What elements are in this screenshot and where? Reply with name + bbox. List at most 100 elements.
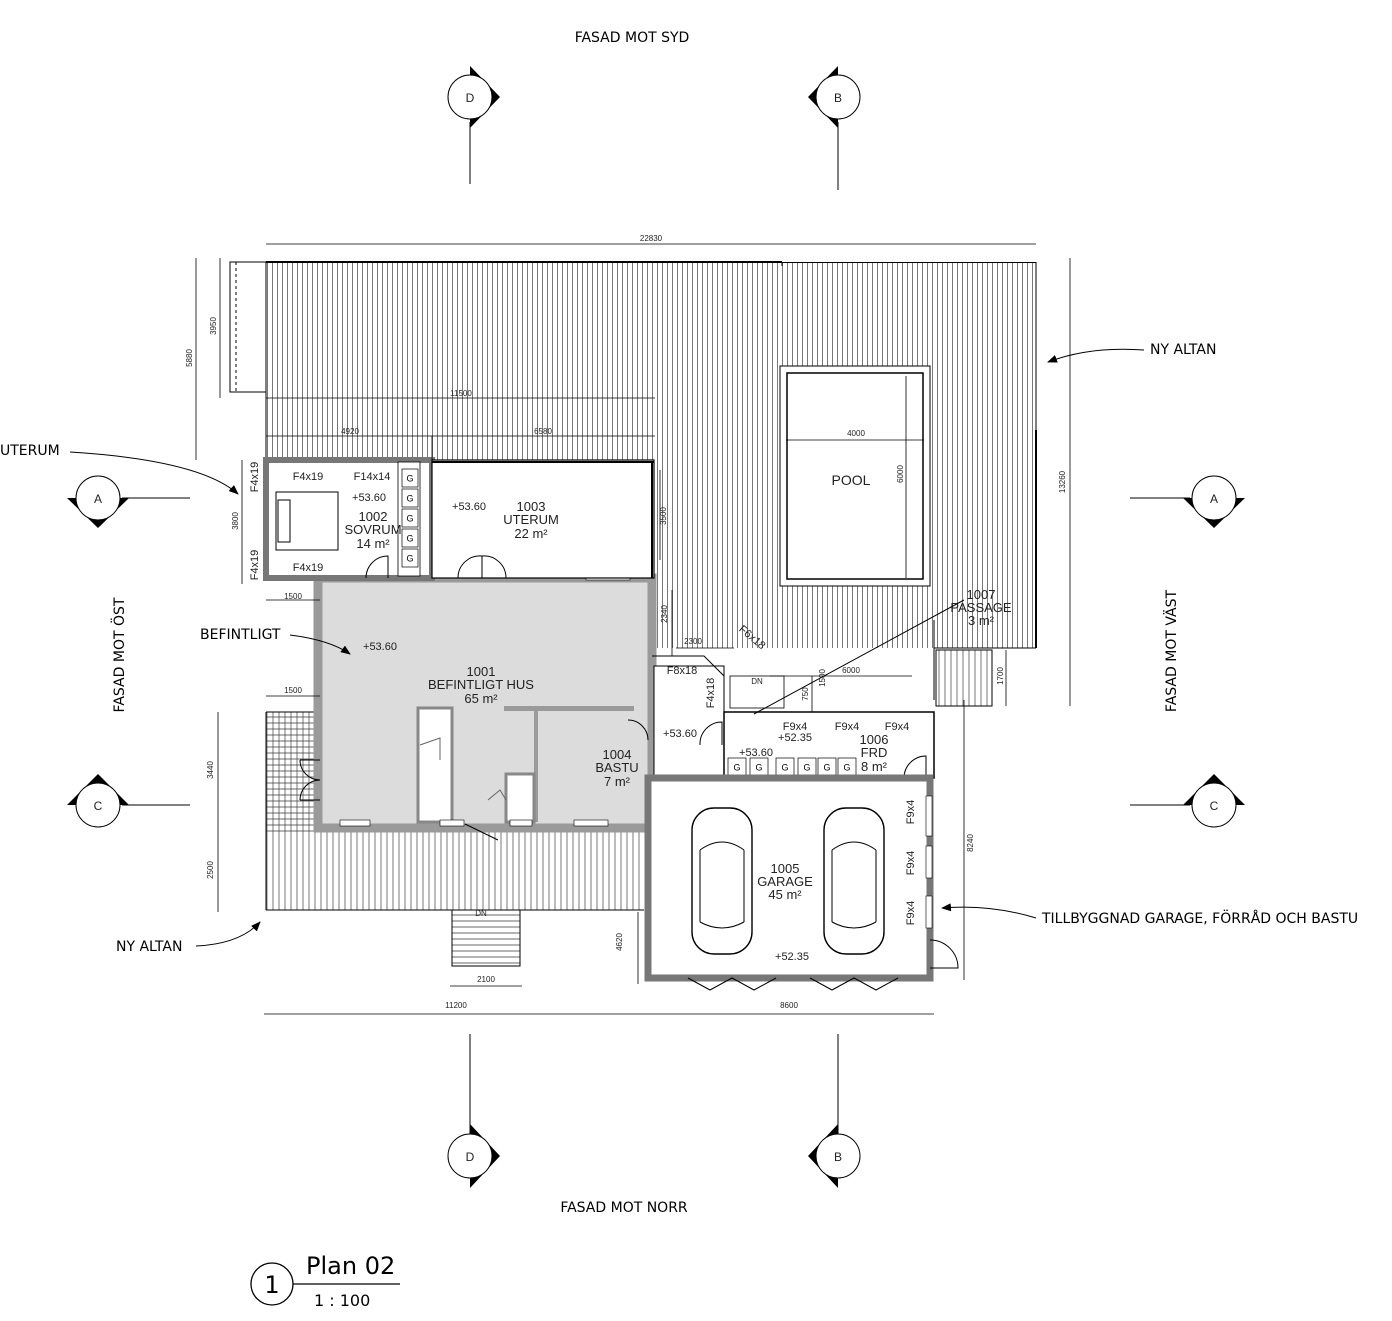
cabinet-4: G bbox=[401, 548, 419, 568]
room-1002-number: 1002 bbox=[359, 509, 388, 524]
dim-4920: 4920 bbox=[341, 427, 359, 436]
room-1003-name: UTERUM bbox=[503, 512, 559, 527]
dim-6000a: 6000 bbox=[896, 465, 905, 483]
cabinet-label: G bbox=[406, 494, 413, 504]
cabinet-frd-0: G bbox=[727, 757, 747, 777]
window-w2: F14x14 bbox=[354, 471, 391, 483]
room-1002-name: SOVRUM bbox=[344, 522, 401, 537]
dim-3950: 3950 bbox=[209, 317, 218, 335]
dim-3800: 3800 bbox=[231, 512, 240, 530]
cabinet-label: G bbox=[755, 763, 762, 773]
pool-label: POOL bbox=[832, 472, 871, 488]
room-1003-number: 1003 bbox=[517, 499, 546, 514]
drawing-number: 1 bbox=[264, 1271, 279, 1299]
window-w14: F9x4 bbox=[905, 901, 917, 925]
room-1001-area: 65 m² bbox=[464, 691, 498, 706]
cabinet-1: G bbox=[401, 488, 419, 508]
cabinet-0: G bbox=[401, 468, 419, 488]
existing-house: 1001 BEFINTLIGT HUS 65 m² +53.60 bbox=[299, 573, 657, 841]
facade-south: FASAD MOT SYD bbox=[575, 30, 690, 46]
dim-3440: 3440 bbox=[206, 761, 215, 779]
dimensions bbox=[195, 243, 1071, 1015]
cabinet-label: G bbox=[406, 534, 413, 544]
window-w12: F9x4 bbox=[905, 800, 917, 824]
dim-6000b: 6000 bbox=[842, 666, 860, 675]
section-d-top: D bbox=[466, 91, 475, 105]
level-1004: +53.60 bbox=[663, 728, 697, 740]
window-w11: F9x4 bbox=[885, 721, 909, 733]
room-1004-number: 1004 bbox=[603, 747, 632, 762]
cabinet-label: G bbox=[823, 763, 830, 773]
dim-1500b: 1500 bbox=[284, 686, 302, 695]
room-1004-area: 7 m² bbox=[604, 774, 631, 789]
section-c-left: C bbox=[94, 799, 103, 813]
callouts: UTERUM BEFINTLIGT NY ALTAN NY ALTAN TILL… bbox=[0, 342, 1358, 955]
section-a-right: A bbox=[1210, 492, 1218, 506]
room-1004-name: BASTU bbox=[595, 760, 638, 775]
drawing-scale: 1 : 100 bbox=[314, 1291, 370, 1310]
cabinet-frd-4: G bbox=[817, 757, 837, 777]
cabinet-label: G bbox=[406, 554, 413, 564]
car-right bbox=[823, 807, 885, 955]
room-1001-number: 1001 bbox=[467, 664, 496, 679]
dim-4000: 4000 bbox=[847, 429, 865, 438]
dim-2500: 2500 bbox=[206, 861, 215, 879]
section-a-left: A bbox=[94, 492, 102, 506]
section-b-bottom: B bbox=[834, 1150, 842, 1164]
cabinet-label: G bbox=[406, 474, 413, 484]
window-w8: F4x18 bbox=[705, 678, 717, 709]
window-w13: F9x4 bbox=[905, 851, 917, 875]
section-c-right: C bbox=[1210, 799, 1219, 813]
callout-ny-altan-north: NY ALTAN bbox=[116, 939, 182, 955]
room-1007-name: PASSAGE bbox=[950, 600, 1012, 615]
cabinet-label: G bbox=[803, 763, 810, 773]
cabinet-frd-2: G bbox=[775, 757, 795, 777]
room-1005-number: 1005 bbox=[771, 861, 800, 876]
level-1006a: +52.35 bbox=[778, 732, 812, 744]
room-1006-name: FRD bbox=[861, 745, 888, 760]
room-1006-number: 1006 bbox=[860, 732, 889, 747]
title-block: 1 Plan 02 1 : 100 bbox=[250, 1252, 400, 1310]
window-w5: F4x19 bbox=[249, 550, 261, 581]
cabinet-label: G bbox=[406, 514, 413, 524]
drawing-title: Plan 02 bbox=[306, 1252, 395, 1280]
room-1006-area: 8 m² bbox=[861, 759, 888, 774]
facade-west: FASAD MOT VÄST bbox=[1162, 590, 1180, 713]
car-left bbox=[691, 807, 753, 955]
callout-uterum: UTERUM bbox=[0, 443, 60, 459]
level-1006b: +53.60 bbox=[739, 747, 773, 759]
cabinet-frd-5: G bbox=[837, 757, 857, 777]
section-b-top: B bbox=[834, 91, 842, 105]
cabinet-frd-1: G bbox=[749, 757, 769, 777]
dn-label-west: DN bbox=[751, 677, 763, 686]
dim-3500: 3500 bbox=[659, 507, 668, 525]
dim-8600: 8600 bbox=[780, 1001, 798, 1010]
callout-tillbyggnad: TILLBYGGNAD GARAGE, FÖRRÅD OCH BASTU bbox=[1041, 909, 1358, 927]
level-1005: +52.35 bbox=[775, 951, 809, 963]
room-1005-garage: 1005 GARAGE 45 m² +52.35 F9x4 F9x4 F9x4 bbox=[644, 774, 959, 991]
facade-north: FASAD MOT NORR bbox=[560, 1200, 688, 1216]
dim-4620: 4620 bbox=[615, 933, 624, 951]
room-1007-number: 1007 bbox=[967, 587, 996, 602]
dim-11500: 11500 bbox=[450, 389, 472, 398]
cabinet-3: G bbox=[401, 528, 419, 548]
cabinet-2: G bbox=[401, 508, 419, 528]
dim-1500c: 1500 bbox=[818, 669, 827, 687]
level-1002: +53.60 bbox=[352, 492, 386, 504]
room-1003-uterum: 1003 UTERUM 22 m² +53.60 bbox=[431, 459, 655, 579]
facade-labels: FASAD MOT SYD FASAD MOT NORR FASAD MOT Ö… bbox=[110, 30, 1180, 1216]
pool: POOL bbox=[779, 365, 931, 587]
dim-5880: 5880 bbox=[185, 349, 194, 367]
dim-1700: 1700 bbox=[996, 667, 1005, 685]
facade-east: FASAD MOT ÖST bbox=[110, 597, 128, 712]
window-w3: F4x19 bbox=[293, 562, 324, 574]
dim-22830: 22830 bbox=[640, 234, 663, 243]
dim-6580: 6580 bbox=[534, 427, 552, 436]
dim-11200: 11200 bbox=[445, 1001, 467, 1010]
room-1007-passage: 1007 PASSAGE 3 m² bbox=[753, 587, 1012, 715]
window-w4: F4x19 bbox=[249, 462, 261, 493]
dn-label-north: DN bbox=[475, 909, 487, 918]
cabinet-label: G bbox=[781, 763, 788, 773]
